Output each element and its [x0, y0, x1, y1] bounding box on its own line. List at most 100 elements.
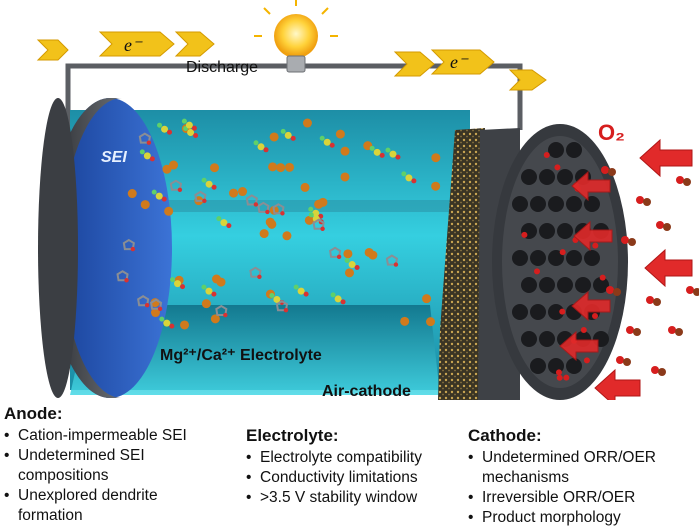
oxygen-molecule — [656, 221, 671, 231]
electrolyte-item: Conductivity limitations — [246, 468, 422, 488]
anion-atom — [379, 152, 385, 158]
cathode-pore — [548, 250, 564, 266]
electron-label-right: e⁻ — [450, 52, 469, 72]
cathode-pore — [593, 277, 609, 293]
oxygen-atom — [636, 196, 644, 204]
oxygen-molecule — [668, 326, 683, 336]
anion-atom — [155, 192, 163, 200]
cation-particle — [169, 160, 179, 170]
cathode-pore — [512, 304, 528, 320]
anion-atom — [318, 213, 324, 219]
cathode-pore — [566, 196, 582, 212]
anion-atom — [395, 154, 401, 160]
solvent-molecule — [215, 304, 228, 318]
oxygen-molecules — [521, 151, 699, 381]
electrolyte-item: >3.5 V stability window — [246, 488, 422, 508]
solvent-molecule — [138, 132, 152, 145]
cathode-pore — [530, 358, 546, 374]
solvent-atom — [265, 209, 270, 215]
oxygen-arrows — [559, 138, 693, 400]
oxygen-molecule — [646, 296, 661, 306]
solvent-atom — [124, 278, 129, 283]
oxygen-atom — [616, 356, 624, 364]
oxygen-atom — [693, 288, 699, 296]
cation-particle — [209, 163, 219, 173]
cation-particle — [304, 215, 314, 225]
anion-atom — [280, 128, 286, 134]
anion-atom — [308, 212, 314, 218]
solvent-molecule — [116, 270, 129, 283]
cathode-pore — [557, 223, 573, 239]
anion-atom — [161, 125, 169, 133]
anion-atom — [401, 171, 407, 177]
anion-molecule — [330, 292, 346, 305]
anode-item-cont: formation — [18, 507, 83, 524]
anion-atom — [253, 140, 259, 146]
anion-molecule — [280, 128, 296, 141]
anion-atom — [193, 132, 199, 138]
cation-particle — [162, 164, 172, 174]
anion-molecule — [139, 149, 155, 162]
cation-particle — [400, 316, 410, 326]
anion-atom — [269, 292, 275, 298]
anion-atom — [308, 206, 314, 212]
anion-molecule — [401, 171, 417, 184]
anion-atom — [330, 292, 336, 298]
solvent-molecule — [122, 238, 136, 252]
anion-atom — [205, 180, 213, 188]
anion-atom — [216, 216, 222, 222]
anion-atom — [161, 196, 167, 202]
anion-atom — [257, 143, 265, 151]
discharge-product — [555, 369, 562, 376]
cathode-item: Undetermined ORR/OER — [468, 448, 656, 468]
anode-list: Cation-impermeable SEI Undetermined SEI … — [4, 426, 187, 526]
anion-atom — [157, 122, 163, 128]
cation-particle — [422, 294, 432, 304]
oxygen-atom — [676, 176, 684, 184]
anion-atom — [163, 319, 171, 327]
cathode-item: Product morphology — [468, 508, 656, 528]
cation-particle — [431, 153, 441, 163]
cation-particle — [201, 299, 211, 309]
cation-particle — [238, 187, 248, 197]
oxygen-atom — [686, 286, 694, 294]
anion-atom — [226, 223, 232, 229]
anion-molecule — [293, 284, 309, 297]
solvent-atom — [253, 202, 259, 207]
cathode-pore — [566, 250, 582, 266]
anion-atom — [167, 129, 173, 135]
oxygen-molecule — [601, 166, 616, 176]
cation-particle — [344, 268, 354, 278]
discharge-product — [534, 268, 541, 275]
cathode-pore — [539, 223, 555, 239]
solvent-molecule — [312, 218, 325, 231]
oxygen-atom — [643, 198, 651, 206]
discharge-product — [563, 374, 570, 381]
anion-molecule — [253, 140, 269, 153]
light-bulb-icon — [254, 0, 338, 73]
solvent-molecule — [169, 179, 183, 193]
oxygen-atom — [633, 328, 641, 336]
cation-particle — [269, 132, 279, 142]
oxygen-atom — [623, 358, 631, 366]
oxygen-atom — [601, 166, 609, 174]
discharge-product — [554, 164, 561, 171]
cation-particle — [300, 182, 310, 192]
oxygen-atom — [626, 326, 634, 334]
anion-molecule — [369, 145, 385, 158]
anion-atom — [181, 118, 187, 124]
cation-particle — [164, 206, 174, 216]
solvent-atom — [157, 306, 163, 311]
solvent-atom — [202, 198, 207, 204]
anion-molecule — [151, 189, 167, 202]
cation-particle — [210, 314, 220, 324]
electron-arrows-right: e⁻ — [393, 49, 547, 91]
discharge-product — [559, 249, 566, 256]
anion-atom — [411, 178, 417, 184]
oxygen-atom — [668, 326, 676, 334]
anode-item: Unexplored dendrite — [4, 486, 187, 506]
cathode-pore — [539, 331, 555, 347]
electron-label-left: e⁻ — [124, 35, 143, 55]
discharge-product — [592, 242, 599, 249]
electrolyte-label: Mg²⁺/Ca²⁺ Electrolyte — [160, 347, 322, 364]
